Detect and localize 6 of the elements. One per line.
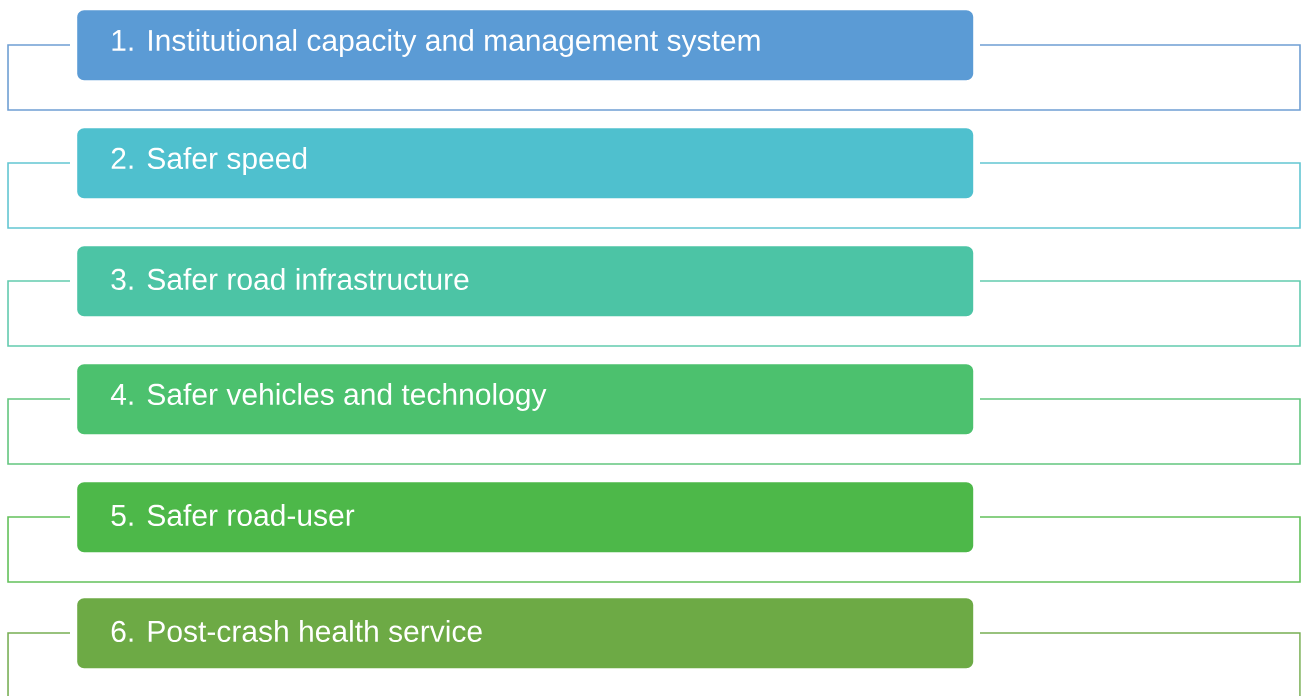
step-box: 2. Safer speed — [77, 128, 974, 199]
step-box: 5. Safer road-user — [77, 482, 974, 553]
step-box: 4. Safer vehicles and technology — [77, 364, 974, 435]
step-box: 6. Post-crash health service — [77, 598, 974, 669]
step-box: 3. Safer road infrastructure — [77, 246, 974, 317]
step-box: 1. Institutional capacity and management system — [77, 10, 974, 81]
